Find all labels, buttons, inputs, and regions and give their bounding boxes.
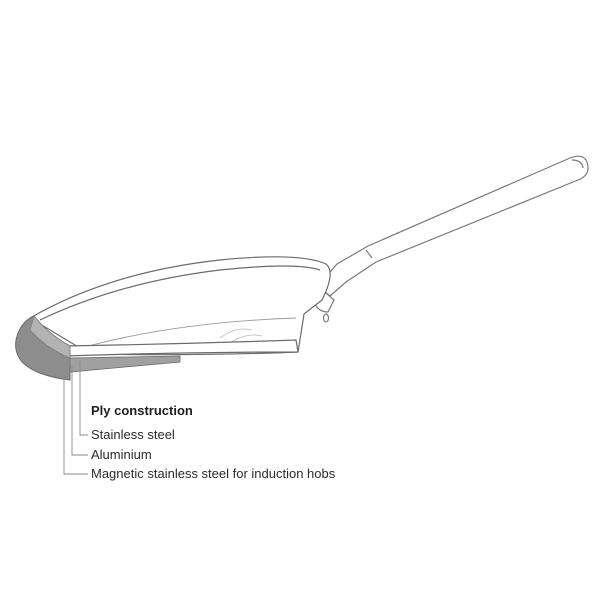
leader-magnetic-steel [63,372,88,475]
leader-aluminium [71,366,88,456]
ply-construction-title: Ply construction [91,403,193,418]
pan-base [65,339,299,357]
layer-label-magnetic-stainless-steel: Magnetic stainless steel for induction h… [91,466,336,481]
pan-body [29,256,331,357]
pan-inner-floor [87,317,297,347]
leader-lines [63,360,88,475]
pan-inner-rim [39,265,321,321]
layer-label-stainless-steel: Stainless steel [91,427,175,442]
leader-stainless-steel [79,360,88,436]
pan-handle [309,155,589,323]
handle-bar [317,155,589,297]
layer-label-aluminium: Aluminium [91,447,152,462]
handle-bar-inner-edge [365,159,584,259]
section-base-layer [69,355,181,373]
ply-cross-section [15,315,181,381]
handle-rivet-lower [322,313,330,323]
pan-outer-wall [29,256,331,356]
